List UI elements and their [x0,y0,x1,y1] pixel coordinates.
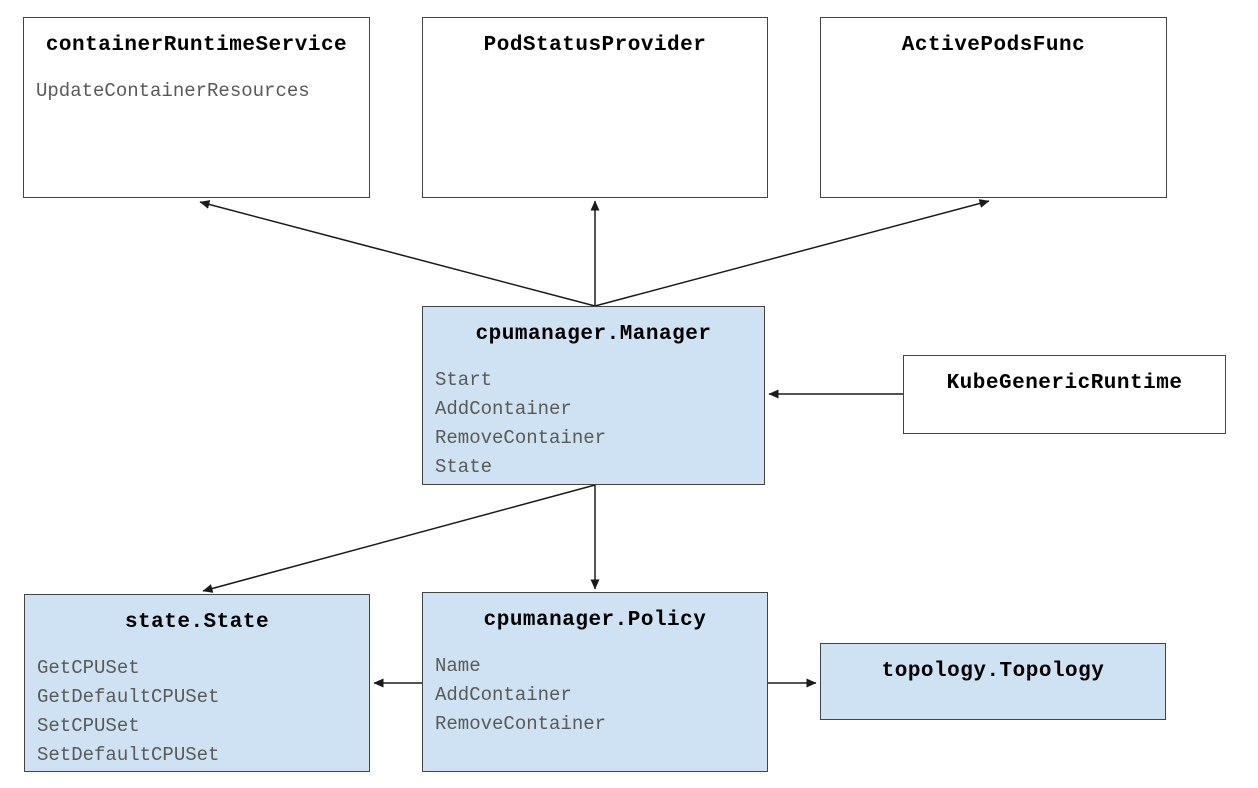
node-methods: GetCPUSet GetDefaultCPUSet SetCPUSet Set… [25,654,369,770]
edge-manager-to-state-state [202,484,596,593]
method-item: SetCPUSet [37,715,140,737]
method-item: GetDefaultCPUSet [37,686,220,708]
node-topology-topology: topology.Topology [820,643,1166,720]
node-title: cpumanager.Manager [475,323,712,346]
node-title: PodStatusProvider [483,34,707,57]
node-state-state: state.State GetCPUSet GetDefaultCPUSet S… [24,594,370,772]
node-active-pods-func: ActivePodsFunc [820,17,1167,198]
method-item: RemoveContainer [435,713,607,735]
node-container-runtime-service: containerRuntimeService UpdateContainerR… [23,17,370,198]
method-item: UpdateContainerResources [36,80,310,102]
node-cpumanager-manager: cpumanager.Manager Start AddContainer Re… [422,306,765,485]
method-item: AddContainer [435,684,572,706]
node-title: topology.Topology [881,660,1105,683]
node-pod-status-provider: PodStatusProvider [422,17,768,198]
node-title: state.State [124,611,270,634]
method-item: GetCPUSet [37,657,140,679]
method-item: AddContainer [435,398,572,420]
method-item: Name [435,655,481,677]
method-item: State [435,456,493,478]
node-kube-generic-runtime: KubeGenericRuntime [903,355,1226,434]
edge-manager-to-active-pods-func [594,199,990,307]
node-title: cpumanager.Policy [483,609,707,632]
edge-manager-to-container-runtime-service [199,200,596,307]
node-methods: Start AddContainer RemoveContainer State [423,366,764,482]
node-methods: UpdateContainerResources [24,77,369,106]
node-title: containerRuntimeService [45,34,348,57]
method-item: RemoveContainer [435,427,607,449]
node-title: KubeGenericRuntime [946,372,1183,395]
node-cpumanager-policy: cpumanager.Policy Name AddContainer Remo… [422,592,768,772]
method-item: SetDefaultCPUSet [37,744,220,766]
node-methods: Name AddContainer RemoveContainer [423,652,767,739]
node-title: ActivePodsFunc [901,34,1086,57]
method-item: Start [435,369,493,391]
